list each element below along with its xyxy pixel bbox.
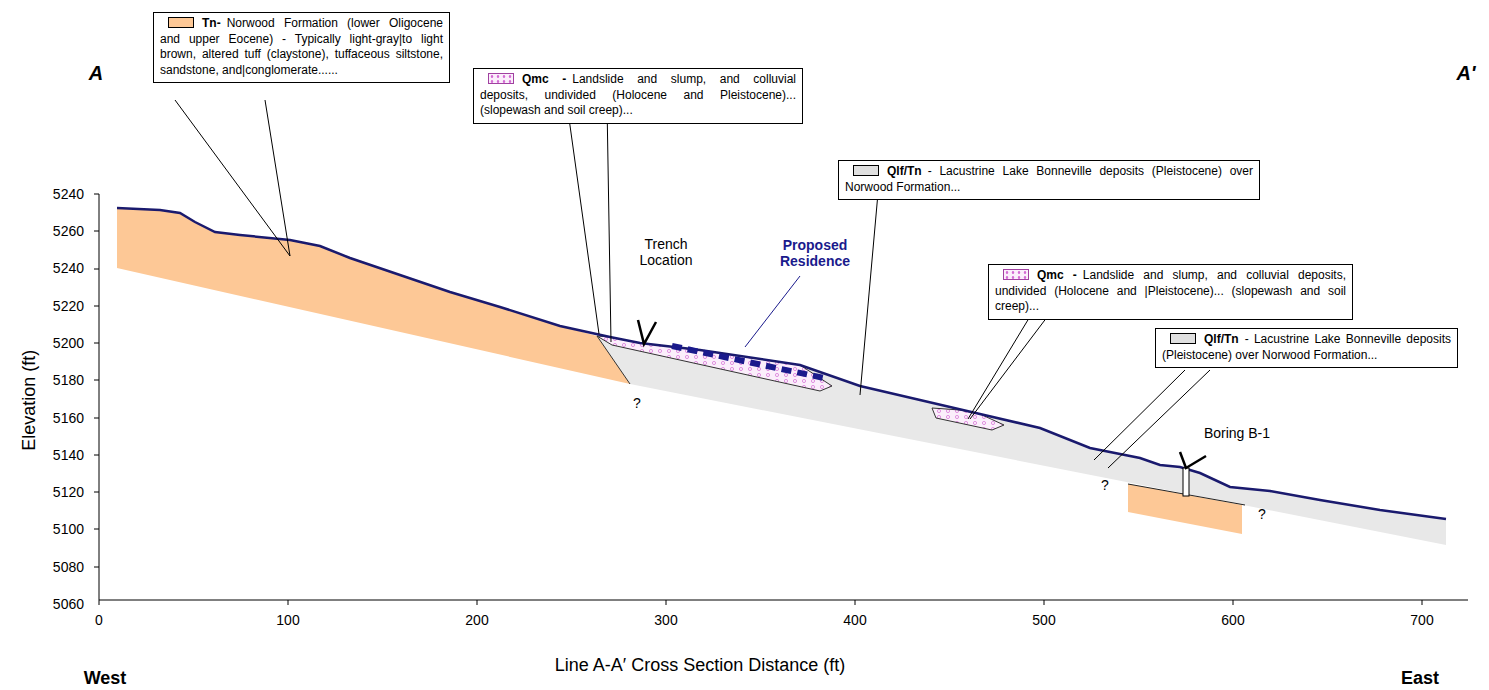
direction-label: West — [84, 668, 127, 689]
tick-label: 300 — [654, 612, 677, 628]
unit-symbol: Qlf/Tn — [1204, 332, 1239, 346]
tick-label: 5220 — [53, 298, 84, 314]
axis-title: Elevation (ft) — [20, 349, 41, 450]
uncertain-contact-mark: ? — [1101, 477, 1109, 493]
tick-label: 5140 — [53, 447, 84, 463]
uncertain-contact-mark: ? — [1258, 506, 1266, 522]
direction-label: East — [1401, 668, 1439, 689]
axis-ticks — [94, 194, 1422, 605]
tick-label: 100 — [276, 612, 299, 628]
feature-label: Boring B-1 — [1204, 425, 1270, 441]
tick-label: 500 — [1032, 612, 1055, 628]
uncertain-contact-mark: ? — [633, 395, 641, 411]
tick-label: 400 — [843, 612, 866, 628]
boring-marker — [1180, 452, 1206, 468]
tick-label: 5100 — [53, 521, 84, 537]
tn-unit — [117, 208, 630, 384]
trench-marker — [638, 320, 656, 344]
tick-label: 700 — [1410, 612, 1433, 628]
unit-swatch — [488, 73, 514, 84]
callout-box: Qmc -Landslide and slump, and colluvial … — [988, 264, 1353, 320]
tick-label: 5060 — [53, 596, 84, 612]
x-axis — [99, 600, 1468, 601]
tick-label: 5120 — [53, 484, 84, 500]
boring-symbol — [1183, 468, 1189, 496]
tick-label: 5260 — [53, 223, 84, 239]
tick-label: 0 — [95, 612, 103, 628]
callout-box: Qlf/Tn- Lacustrine Lake Bonneville depos… — [1155, 328, 1458, 368]
axis-title: Line A-A′ Cross Section Distance (ft) — [555, 655, 846, 676]
feature-label: Proposed Residence — [760, 237, 870, 269]
tick-label: 200 — [465, 612, 488, 628]
tick-label: 5240 — [53, 186, 84, 202]
tick-label: 5180 — [53, 372, 84, 388]
unit-swatch — [853, 165, 879, 176]
tick-label: 5240 — [53, 260, 84, 276]
tick-label: 600 — [1221, 612, 1244, 628]
y-axis — [99, 194, 100, 600]
unit-swatch — [1170, 333, 1196, 344]
unit-swatch — [168, 17, 194, 28]
tick-label: 5080 — [53, 559, 84, 575]
tick-label: 5200 — [53, 335, 84, 351]
feature-label: Trench Location — [630, 236, 702, 268]
section-end-label: A' — [1456, 62, 1475, 85]
unit-symbol: Qmc - — [1037, 268, 1077, 282]
callout-box: Tn-Norwood Formation (lower Oligocene an… — [153, 12, 450, 83]
contact-line — [597, 336, 630, 384]
section-end-label: A — [89, 62, 103, 85]
unit-symbol: Qlf/Tn — [887, 164, 922, 178]
tick-label: 5160 — [53, 410, 84, 426]
leader-line — [745, 276, 800, 347]
unit-swatch — [1003, 269, 1029, 280]
unit-symbol: Tn- — [202, 16, 221, 30]
callout-box: Qmc -Landslide and slump, and colluvial … — [473, 68, 803, 124]
callout-box: Qlf/Tn- Lacustrine Lake Bonneville depos… — [838, 160, 1260, 200]
unit-symbol: Qmc - — [522, 72, 566, 86]
residence-footprint — [672, 346, 824, 378]
